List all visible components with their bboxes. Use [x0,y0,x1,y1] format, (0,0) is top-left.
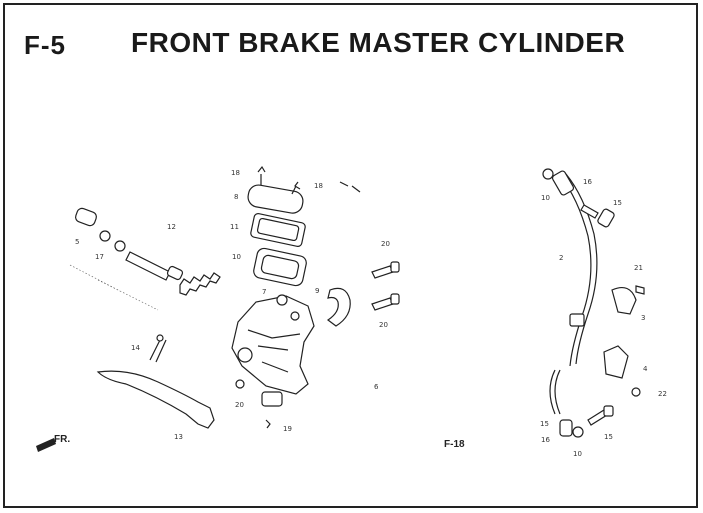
callout-3: 3 [641,314,645,322]
callout-2: 2 [559,254,563,262]
callout-10-c: 10 [573,450,582,458]
callout-19: 19 [283,425,292,433]
callout-21: 21 [634,264,643,272]
callout-20-c: 20 [235,401,244,409]
master-cylinder-body [231,294,315,429]
hose-fittings [326,261,400,327]
callout-15: 15 [613,199,622,207]
callout-14: 14 [131,344,140,352]
callout-18-b: 18 [314,182,323,190]
callout-15-b: 15 [540,420,549,428]
callout-15-c: 15 [604,433,613,441]
section-code: F-5 [24,30,66,60]
fr-marker-label: FR. [54,434,70,445]
callout-7: 7 [262,288,266,296]
callout-18: 18 [231,169,240,177]
callout-20-b: 20 [379,321,388,329]
brake-hose-assembly [542,168,645,438]
callout-8: 8 [234,193,238,201]
callout-16: 16 [583,178,592,186]
front-direction-marker: FR. [36,434,70,452]
callout-5: 5 [75,238,79,246]
callout-20: 20 [381,240,390,248]
callout-12: 12 [167,223,176,231]
callout-numbers: 18 8 18 11 10 7 9 20 20 5 12 17 14 13 20… [75,169,667,458]
callout-13: 13 [174,433,183,441]
page-border [3,3,698,508]
callout-16-b: 16 [541,436,550,444]
page-title: FRONT BRAKE MASTER CYLINDER [131,27,626,58]
callout-4: 4 [643,365,648,373]
brake-lever [96,334,215,429]
cross-reference-label: F-18 [444,439,465,450]
callout-11: 11 [230,223,239,231]
callout-6: 6 [374,383,379,391]
reservoir-cap-assembly [247,165,361,287]
callout-10-b: 10 [541,194,550,202]
callout-17: 17 [95,253,104,261]
callout-9: 9 [315,287,319,295]
callout-10: 10 [232,253,241,261]
piston-assembly [69,207,221,311]
callout-22: 22 [658,390,667,398]
